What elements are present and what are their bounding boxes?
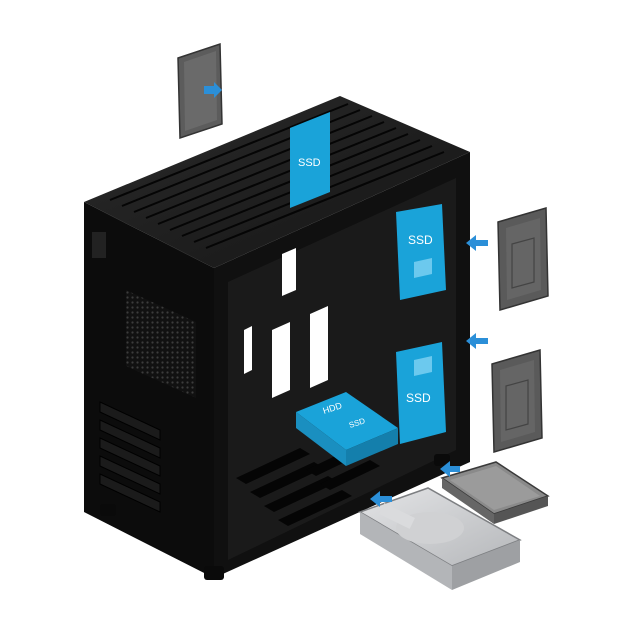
case-foot [434,454,450,466]
ssd-drive-right-lower [491,349,543,453]
pci-slot-covers [99,401,161,513]
side-ssd-lower-label: SSD [406,391,431,405]
case-foot [100,504,116,516]
psu-cutout [92,232,106,258]
top-ssd-mount: SSD [290,112,330,208]
arrow-up-right-icon [370,491,392,507]
case-foot [204,566,224,580]
side-ssd-lower-mount: SSD [396,342,446,444]
arrow-left-icon [466,333,488,349]
arrow-right-icon [204,82,222,98]
arrow-left-icon [466,235,488,251]
insertion-arrows [370,235,488,507]
rear-fan-mesh [126,290,196,398]
ssd-drive-right-upper [497,207,549,311]
hdd-drive [358,487,522,590]
side-ssd-upper-label: SSD [408,233,433,247]
pc-case [84,96,470,580]
arrow-left-icon [440,461,460,477]
ssd-drive-top [177,42,223,140]
top-ssd-label: SSD [298,157,321,169]
motherboard-tray-cutouts [244,248,328,398]
bottom-drive-cage: HDD SSD [296,392,398,466]
hdd-label-plate [379,503,415,529]
side-ssd-upper-mount: SSD [396,204,446,300]
ssd-drive-bottom [440,461,550,524]
